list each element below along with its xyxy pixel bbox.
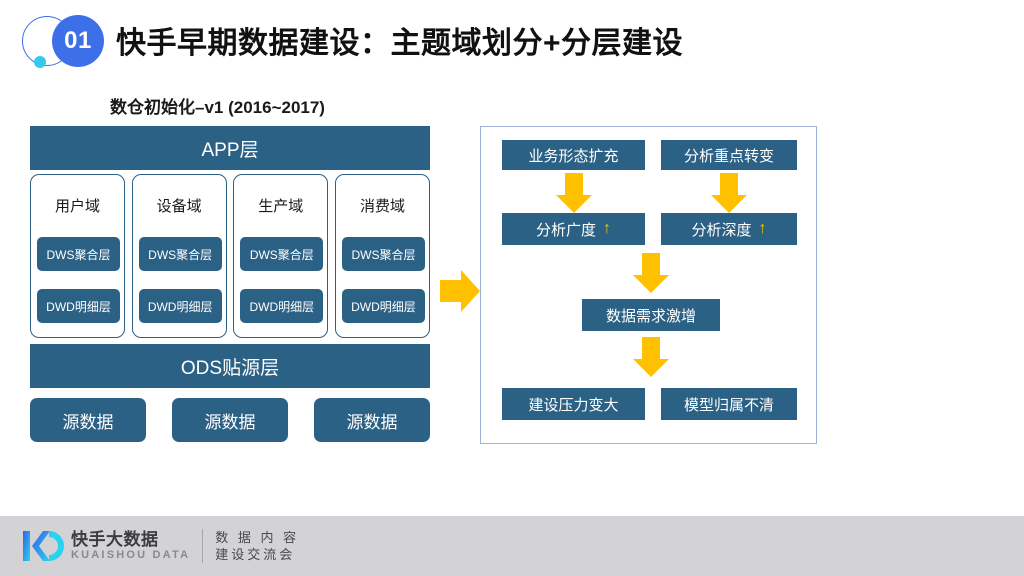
slide-footer: 快手大数据 KUAISHOU DATA 数 据 内 容 建设交流会 [0,516,1024,576]
right-arrow-icon [440,270,480,312]
analysis-breadth-label: 分析广度 [535,221,596,239]
dws-layer-chip: DWS聚合层 [240,237,324,271]
domain-card-user: 用户域 DWS聚合层 DWD明细层 [30,174,125,338]
slide-header: 01 快手早期数据建设：主题域划分+分层建设 [0,0,1024,86]
domain-card-row: 用户域 DWS聚合层 DWD明细层 设备域 DWS聚合层 DWD明细层 生产域 … [30,174,430,338]
data-demand-surge-box: 数据需求激增 [582,299,720,331]
ods-layer-bar: ODS贴源层 [30,344,430,388]
analysis-depth-label: 分析深度 [691,221,752,239]
brand-name-en: KUAISHOU DATA [71,549,191,561]
down-arrow-icon [711,173,747,213]
business-expansion-box: 业务形态扩充 [502,140,645,170]
event-name-line1: 数 据 内 容 [215,530,300,545]
dwd-layer-chip: DWD明细层 [240,289,324,323]
domain-card-title: 用户域 [54,198,100,215]
brand-name-cn: 快手大数据 [71,530,159,549]
analysis-breadth-box: 分析广度 ↑ [502,213,645,245]
footer-divider [202,529,204,563]
kuaishou-logo-icon [22,528,64,564]
dws-layer-chip: DWS聚合层 [138,237,222,271]
badge-accent-dot [34,56,46,68]
domain-card-title: 设备域 [156,198,202,215]
model-ownership-box: 模型归属不清 [661,388,797,420]
down-arrow-icon [556,173,592,213]
down-arrow-icon [633,253,669,293]
event-name: 数 据 内 容 建设交流会 [215,529,299,563]
focus-shift-box: 分析重点转变 [661,140,797,170]
dwd-layer-chip: DWD明细层 [37,289,120,323]
source-data-row: 源数据 源数据 源数据 [30,398,430,442]
build-pressure-box: 建设压力变大 [502,388,645,420]
source-data-box: 源数据 [314,398,430,442]
domain-card-title: 生产域 [258,198,304,215]
domain-card-production: 生产域 DWS聚合层 DWD明细层 [233,174,329,338]
section-badge: 01 [20,12,112,74]
source-data-box: 源数据 [172,398,288,442]
app-layer-bar: APP层 [30,126,430,170]
warehouse-layer-diagram: APP层 用户域 DWS聚合层 DWD明细层 设备域 DWS聚合层 DWD明细层… [30,126,430,444]
analysis-depth-box: 分析深度 ↑ [661,213,797,245]
page-subtitle: 数仓初始化–v1 (2016~2017) [110,98,325,117]
badge-number: 01 [52,15,104,67]
dwd-layer-chip: DWD明细层 [138,289,222,323]
page-title: 快手早期数据建设：主题域划分+分层建设 [116,27,684,60]
dwd-layer-chip: DWD明细层 [341,289,425,323]
brand-text: 快手大数据 KUAISHOU DATA [71,530,190,562]
dws-layer-chip: DWS聚合层 [341,237,425,271]
up-trend-icon: ↑ [603,220,611,237]
domain-card-consumption: 消费域 DWS聚合层 DWD明细层 [334,174,430,338]
source-data-box: 源数据 [30,398,146,442]
domain-card-title: 消费域 [359,198,405,215]
down-arrow-icon [633,337,669,377]
dws-layer-chip: DWS聚合层 [37,237,120,271]
pain-point-flow-diagram: 业务形态扩充 分析重点转变 分析广度 ↑ 分析深度 ↑ 数据需求激增 建设压力变… [480,126,817,444]
domain-card-device: 设备域 DWS聚合层 DWD明细层 [131,174,227,338]
up-trend-icon: ↑ [758,220,767,237]
event-name-line2: 建设交流会 [215,547,296,562]
footer-branding: 快手大数据 KUAISHOU DATA 数 据 内 容 建设交流会 [22,526,299,566]
